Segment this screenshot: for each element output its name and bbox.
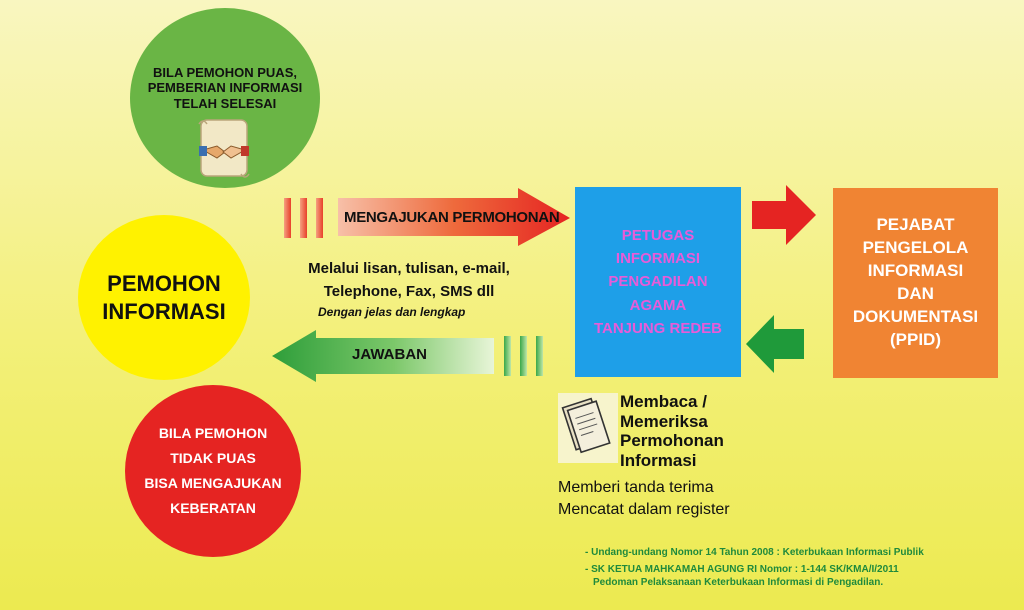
channels-note: Dengan jelas dan lengkap: [318, 305, 466, 319]
officer-box: PETUGAS INFORMASI PENGADILAN AGAMA TANJU…: [575, 187, 741, 377]
references: - Undang-undang Nomor 14 Tahun 2008 : Ke…: [585, 547, 924, 588]
unsatisfied-text: BILA PEMOHON TIDAK PUAS BISA MENGAJUKAN …: [144, 424, 282, 517]
channels-text: Melalui lisan, tulisan, e-mail, Telephon…: [308, 260, 510, 300]
request-label: MENGAJUKAN PERMOHONAN: [344, 209, 560, 226]
to-ppid-arrow: [752, 185, 816, 245]
ppid-text: PEJABAT PENGELOLA INFORMASI DAN DOKUMENT…: [852, 215, 979, 349]
applicant-text: PEMOHON INFORMASI: [102, 271, 226, 324]
review-steps: Memberi tanda terima Mencatat dalam regi…: [558, 479, 730, 518]
ppid-box: PEJABAT PENGELOLA INFORMASI DAN DOKUMENT…: [833, 188, 998, 378]
request-arrow: [284, 188, 570, 246]
handshake-icon: [198, 119, 250, 178]
document-icon: [558, 393, 618, 463]
answer-arrow: [272, 330, 543, 382]
satisfied-circle: BILA PEMOHON PUAS, PEMBERIAN INFORMASI T…: [130, 8, 320, 188]
satisfied-text: BILA PEMOHON PUAS, PEMBERIAN INFORMASI T…: [147, 64, 303, 111]
unsatisfied-circle: BILA PEMOHON TIDAK PUAS BISA MENGAJUKAN …: [125, 385, 301, 557]
review-title: Membaca / Memeriksa Permohonan Informasi: [620, 392, 724, 470]
answer-label: JAWABAN: [352, 346, 428, 363]
from-ppid-arrow: [746, 315, 804, 373]
applicant-circle: PEMOHON INFORMASI: [78, 215, 250, 380]
officer-text: PETUGAS INFORMASI PENGADILAN AGAMA TANJU…: [593, 226, 723, 337]
